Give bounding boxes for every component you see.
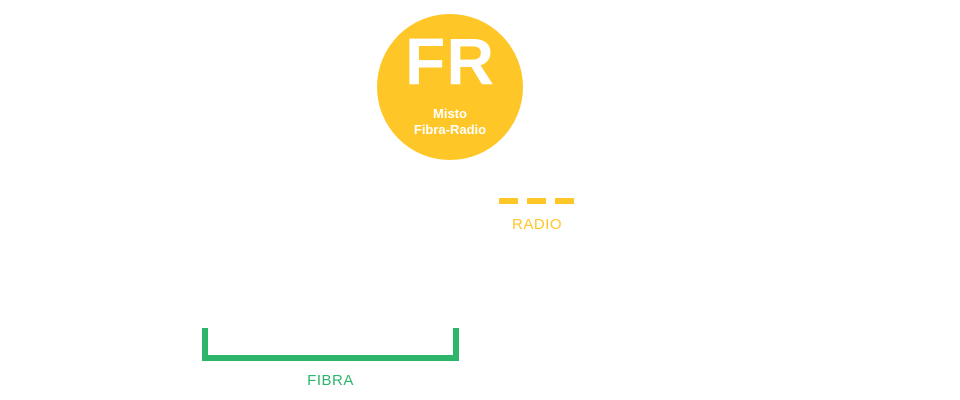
badge-subtitle-line2: Fibra-Radio [413, 122, 487, 137]
badge-subtitle-line1: Misto [433, 106, 467, 121]
fibra-label: FIBRA [307, 372, 354, 389]
radio-dash-line-segment [555, 198, 574, 204]
radio-label: RADIO [511, 216, 562, 233]
badge-code: FR [405, 24, 495, 98]
mixed-fiber-radio-badge: FR Misto Fibra-Radio [377, 14, 523, 160]
fibra-bracket-line [202, 328, 459, 361]
badge-subtitle: Misto Fibra-Radio [377, 106, 523, 138]
radio-dash-line-segment [527, 198, 546, 204]
radio-dash-line-segment [499, 198, 518, 204]
